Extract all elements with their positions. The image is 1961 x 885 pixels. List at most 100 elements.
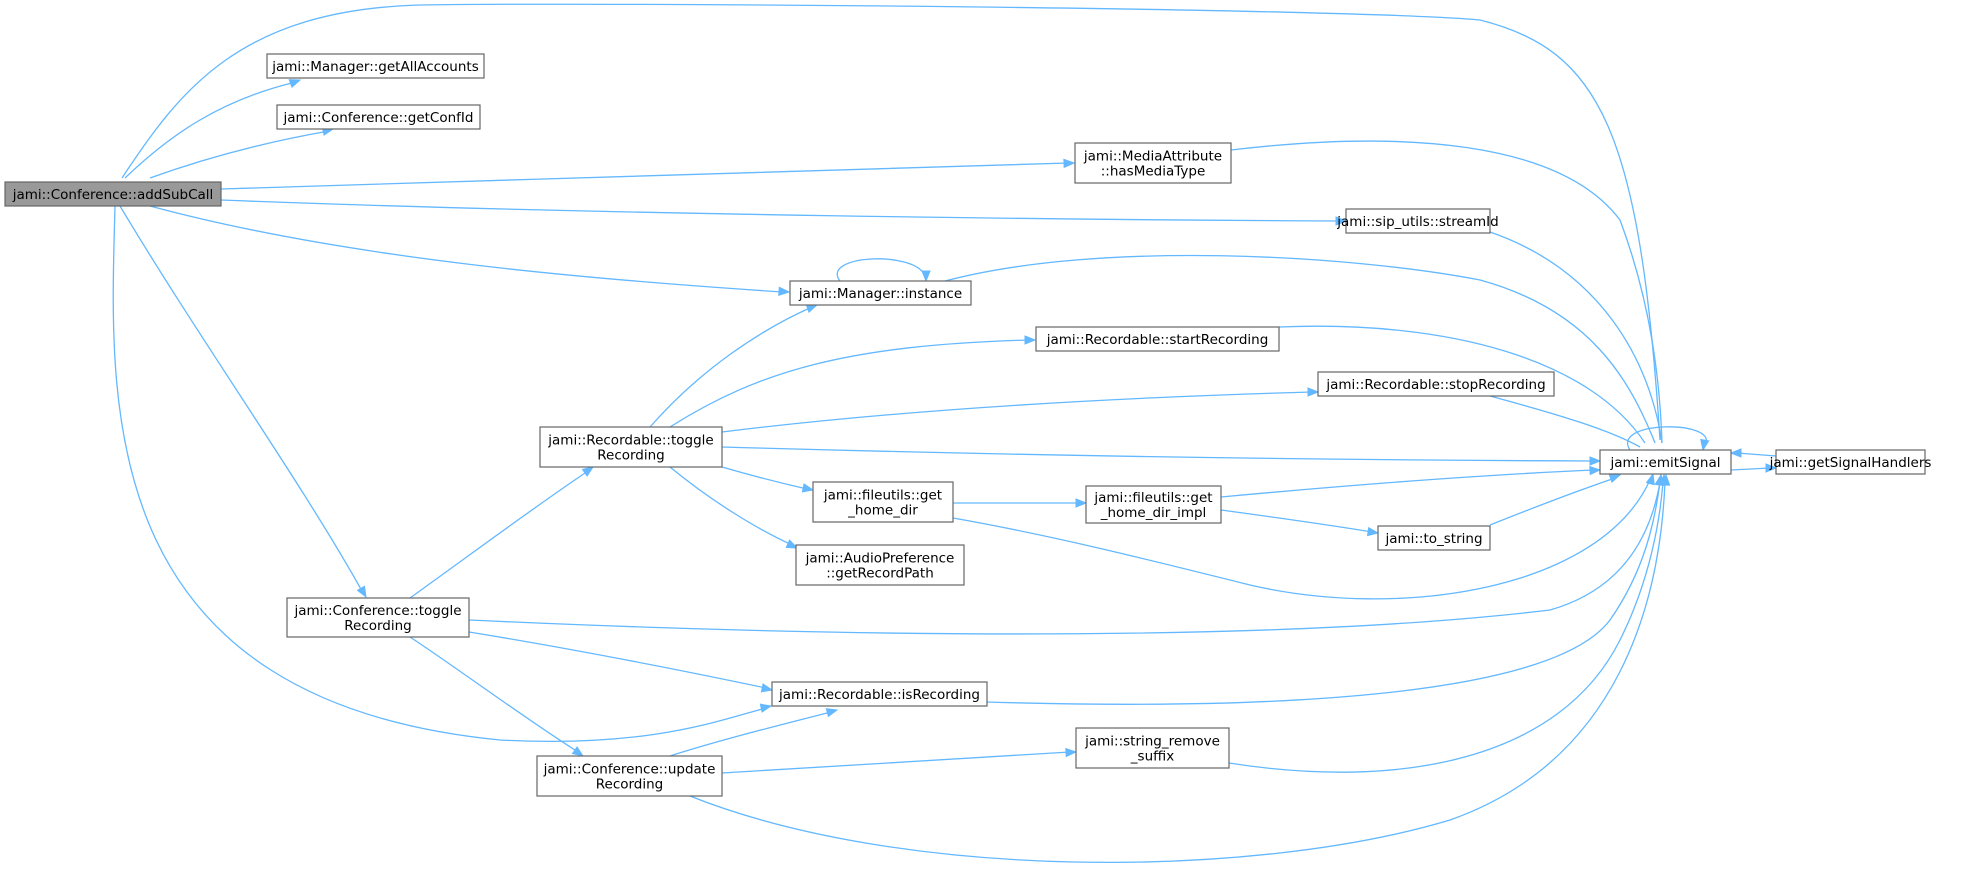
node-box[interactable] [276, 104, 481, 130]
node-has-media-type[interactable]: jami::MediaAttribute::hasMediaType [1074, 142, 1232, 184]
edge-line [1220, 469, 1595, 498]
edge-emit-signal-to-emit-signal [1626, 426, 1710, 452]
edge-line [1489, 477, 1616, 526]
edge-add-sub-call-to-instance [149, 205, 791, 296]
arrowhead-icon [571, 746, 585, 757]
node-label-line: jami::to_string [1384, 531, 1482, 547]
edge-line [721, 391, 1313, 433]
arrowhead-icon [1075, 498, 1088, 508]
node-emit-signal[interactable]: jami::emitSignal [1599, 449, 1732, 475]
node-label-line: jami::Recordable::isRecording [778, 687, 980, 703]
node-box[interactable] [4, 181, 222, 207]
node-box[interactable] [1377, 525, 1491, 551]
edge-add-sub-call-to-stream-id [220, 199, 1348, 226]
node-label-line: jami::Manager::getAllAccounts [271, 59, 479, 75]
edge-get-signal-handlers-to-emit-signal [1729, 448, 1777, 458]
node-label-line: jami::Conference::update [543, 762, 716, 778]
nodes-layer: jami::Conference::addSubCalljami::Manage… [4, 53, 1932, 797]
edge-add-sub-call-to-is-recording [112, 205, 773, 743]
edge-update-recording-to-is-recording [669, 708, 839, 757]
node-box[interactable] [1345, 208, 1491, 234]
edge-rec-toggle-to-emit-signal [721, 446, 1602, 466]
edge-line [124, 81, 297, 179]
node-box[interactable] [1074, 142, 1232, 184]
node-label-line: jami::Recordable::toggle [547, 433, 713, 449]
node-get-all-accounts[interactable]: jami::Manager::getAllAccounts [266, 53, 485, 79]
edge-conf-toggle-to-rec-toggle [409, 466, 595, 599]
node-stream-id[interactable]: jami::sip_utils::streamId [1336, 208, 1499, 234]
edge-rec-toggle-to-get-record-path [669, 466, 799, 549]
edge-line [149, 205, 784, 293]
edge-line [944, 254, 1656, 444]
node-box[interactable] [1075, 727, 1230, 769]
node-box[interactable] [1035, 326, 1280, 352]
node-box[interactable] [286, 597, 470, 638]
node-box[interactable] [539, 426, 723, 468]
arrowhead-icon [760, 683, 774, 693]
node-box[interactable] [789, 280, 972, 306]
arrowhead-icon [1307, 387, 1320, 397]
node-label-line: jami::fileutils::get [823, 488, 942, 504]
edge-line [409, 636, 579, 753]
edge-line [669, 711, 832, 757]
node-box[interactable] [1317, 371, 1555, 397]
edge-add-sub-call-to-get-conf-id [149, 126, 335, 179]
arrowhead-icon [1366, 526, 1380, 537]
arrowhead-icon [1645, 472, 1655, 486]
edge-line [1736, 452, 1777, 457]
node-box[interactable] [812, 481, 954, 523]
node-box[interactable] [266, 53, 485, 79]
node-box[interactable] [1085, 485, 1222, 524]
edge-line [1626, 426, 1708, 451]
edge-line [669, 339, 1030, 428]
edge-string-remove-suffix-to-emit-signal [1228, 473, 1669, 773]
node-get-home-dir-impl[interactable]: jami::fileutils::get_home_dir_impl [1085, 485, 1222, 524]
edge-line [986, 481, 1661, 705]
node-to-string[interactable]: jami::to_string [1377, 525, 1491, 551]
node-label-line: Recording [597, 448, 665, 464]
edge-line [119, 205, 363, 592]
edge-line [721, 466, 808, 490]
edge-line [121, 3, 1661, 441]
edge-line [1730, 467, 1771, 471]
edge-get-home-dir-impl-to-to-string [1220, 509, 1380, 537]
arrowhead-icon [1658, 473, 1669, 486]
arrowhead-icon [759, 703, 773, 713]
edge-line [149, 130, 330, 179]
node-string-remove-suffix[interactable]: jami::string_remove_suffix [1075, 727, 1230, 769]
edges-layer [112, 3, 1778, 864]
edge-rec-toggle-to-stop-recording [721, 387, 1320, 433]
node-box[interactable] [1599, 449, 1732, 475]
node-label-line: jami::Manager::instance [798, 286, 962, 302]
node-label-line: _suffix [1130, 749, 1174, 765]
node-box[interactable] [536, 755, 723, 797]
node-add-sub-call[interactable]: jami::Conference::addSubCall [4, 181, 222, 207]
arrowhead-icon [356, 585, 367, 599]
node-box[interactable] [795, 544, 965, 586]
node-get-signal-handlers[interactable]: jami::getSignalHandlers [1769, 449, 1932, 475]
node-stop-recording[interactable]: jami::Recordable::stopRecording [1317, 371, 1555, 397]
node-label-line: jami::Conference::toggle [293, 603, 461, 619]
arrowhead-icon [1335, 216, 1348, 226]
arrowhead-icon [785, 539, 799, 549]
edge-line [952, 479, 1651, 600]
node-start-recording[interactable]: jami::Recordable::startRecording [1035, 326, 1280, 352]
node-get-conf-id[interactable]: jami::Conference::getConfId [276, 104, 481, 130]
edge-line [1230, 140, 1663, 444]
edge-conf-toggle-to-is-recording [468, 631, 774, 693]
arrowhead-icon [1589, 465, 1602, 476]
arrowhead-icon [581, 466, 595, 477]
node-box[interactable] [771, 681, 988, 707]
arrowhead-icon [1729, 448, 1742, 458]
node-box[interactable] [1775, 449, 1926, 475]
node-is-recording[interactable]: jami::Recordable::isRecording [771, 681, 988, 707]
node-get-record-path[interactable]: jami::AudioPreference::getRecordPath [795, 544, 965, 586]
arrowhead-icon [801, 483, 815, 493]
edge-line [1220, 509, 1373, 533]
node-get-home-dir[interactable]: jami::fileutils::get_home_dir [812, 481, 954, 523]
node-instance[interactable]: jami::Manager::instance [789, 280, 972, 306]
arrowhead-icon [1700, 438, 1710, 452]
